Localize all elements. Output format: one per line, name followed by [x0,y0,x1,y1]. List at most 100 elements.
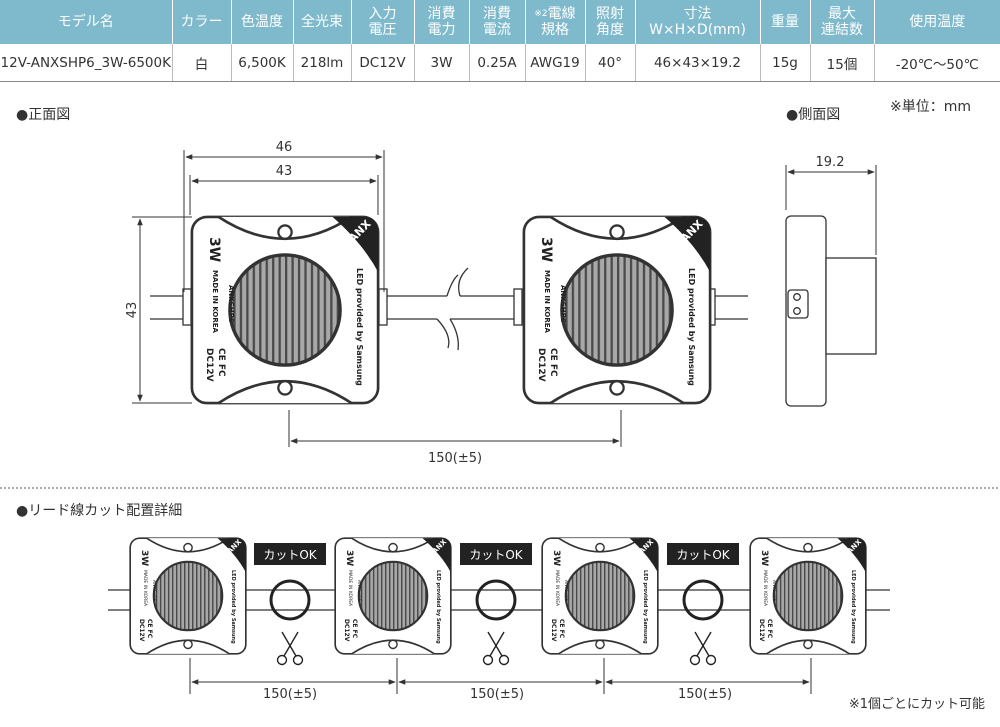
header-model: モデル名 [0,0,173,44]
cell-weight: 15g [760,44,811,82]
cut-ring-icon [682,579,724,621]
module-origin-label: MADE IN KOREA [142,570,148,607]
cut-note: ※1個ごとにカット可能 [849,696,985,712]
wire-front-middle [378,267,523,351]
module-model-label: ANXSHP6 [151,580,157,601]
module-model-label: ANXSHP6 [227,285,235,323]
cut-ok-label: カットOK [469,548,523,562]
spec-value-row: 12V-ANXSHP6_3W-6500K 白 6,500K 218lm DC12… [0,44,1000,82]
cell-dimensions: 46×43×19.2 [635,44,761,82]
scissors-icon [482,631,510,666]
scissors-icon [276,631,304,666]
cut-ring-icon [475,579,517,621]
module-cert-label: CE FC [548,348,558,377]
module-power-label: 3W [551,550,561,566]
cell-operating-temp: -20℃〜50℃ [874,44,1000,82]
technical-drawing: ●正面図 ●側面図 ※単位：mm ANX 3W LED provided by … [0,99,1000,712]
cut-section-title: ●リード線カット配置詳細 [16,503,182,519]
module-model-label: ANXSHP6 [559,285,567,323]
module-voltage-label: DC12V [536,348,546,382]
header-beam-angle: 照射角度 [585,0,636,44]
module-model-label: ANXSHP6 [563,580,569,601]
cell-color-temp: 6,500K [231,44,294,82]
header-operating-temp: 使用温度 [874,0,1000,44]
module-origin-label: MADE IN KOREA [762,570,768,607]
wire-front-left [150,288,192,326]
led-module-cut-2: ANX 3W LED provided by Samsung ANXSHP6 M… [334,537,452,655]
module-origin-label: MADE IN KOREA [543,270,551,334]
header-wire: ※2電線規格 [525,0,586,44]
led-module-front-1: ANX 3W LED provided by Samsung ANXSHP6 M… [190,215,380,405]
module-provider-label: LED provided by Samsung [435,570,441,644]
dimension-depth-label: 19.2 [816,155,845,170]
module-cert-label: CE FC [216,348,226,377]
module-cert-label: CE FC [146,619,153,639]
dimension-width-inner-label: 43 [276,164,293,179]
module-origin-label: MADE IN KOREA [347,570,353,607]
module-power-label: 3W [139,550,149,566]
cut-point-1: カットOK [254,543,326,666]
module-voltage-label: DC12V [204,348,214,382]
dimension-height [132,216,192,404]
module-voltage-label: DC12V [138,619,145,642]
led-module-cut-3: ANX 3W LED provided by Samsung ANXSHP6 M… [541,537,659,655]
module-provider-label: LED provided by Samsung [642,570,648,644]
cell-max-connect: 15個 [810,44,875,82]
module-provider-label: LED provided by Samsung [355,268,364,386]
cell-beam-angle: 40° [585,44,636,82]
cell-power: 3W [414,44,470,82]
header-weight: 重量 [760,0,811,44]
module-voltage-label: DC12V [550,619,557,642]
module-model-label: ANXSHP6 [771,580,777,601]
led-module-cut-4: ANX 3W LED provided by Samsung ANXSHP6 M… [749,537,867,655]
module-provider-label: LED provided by Samsung [687,268,696,386]
cut-ok-badge [460,543,532,565]
cut-spacing-label-2: 150(±5) [470,687,524,702]
led-module-cut-1: ANX 3W LED provided by Samsung ANXSHP6 M… [129,537,247,655]
cut-point-2: カットOK [460,543,532,666]
dimension-spacing-label: 150(±5) [428,451,482,466]
header-current: 消費電流 [469,0,526,44]
cut-point-3: カットOK [667,543,739,666]
cell-wire: AWG19 [525,44,586,82]
cell-current: 0.25A [469,44,526,82]
cut-ring-icon [269,579,311,621]
module-cert-label: CE FC [558,619,565,639]
cut-spacing-label-1: 150(±5) [263,687,317,702]
header-color-temp: 色温度 [231,0,294,44]
module-cert-label: CE FC [351,619,358,639]
dimension-width-outer [183,150,385,292]
dimension-depth [785,165,877,255]
module-cert-label: CE FC [766,619,773,639]
module-origin-label: MADE IN KOREA [211,270,219,334]
cell-model: 12V-ANXSHP6_3W-6500K [0,44,173,82]
spec-table: モデル名 カラー 色温度 全光束 入力電圧 消費電力 消費電流 ※2電線規格 照… [0,0,1000,82]
cut-ok-label: カットOK [263,548,317,562]
dimension-height-label: 43 [125,302,140,319]
module-power-label: 3W [759,550,769,566]
front-view-title: ●正面図 [16,107,70,123]
module-origin-label: MADE IN KOREA [554,570,560,607]
spec-header-row: モデル名 カラー 色温度 全光束 入力電圧 消費電力 消費電流 ※2電線規格 照… [0,0,1000,44]
cell-input-voltage: DC12V [351,44,415,82]
module-model-label: ANXSHP6 [356,580,362,601]
cut-ok-badge [254,543,326,565]
cut-spacing-label-3: 150(±5) [678,687,732,702]
dimension-width-outer-label: 46 [276,140,293,155]
cut-dimension-lines [189,658,812,694]
wire-front-right [706,288,748,326]
module-power-label: 3W [344,550,354,566]
module-power-label: 3W [206,237,222,262]
unit-note: ※単位：mm [890,99,971,115]
led-module-front-2: ANX 3W LED provided by Samsung ANXSHP6 M… [522,215,712,405]
side-view-title: ●側面図 [786,107,840,123]
module-provider-label: LED provided by Samsung [230,570,236,644]
module-voltage-label: DC12V [758,619,765,642]
header-color: カラー [172,0,232,44]
header-max-connect: 最大連結数 [810,0,875,44]
cell-color: 白 [172,44,232,82]
cut-ok-badge [667,543,739,565]
module-power-label: 3W [538,237,554,262]
dimension-spacing [288,410,622,447]
